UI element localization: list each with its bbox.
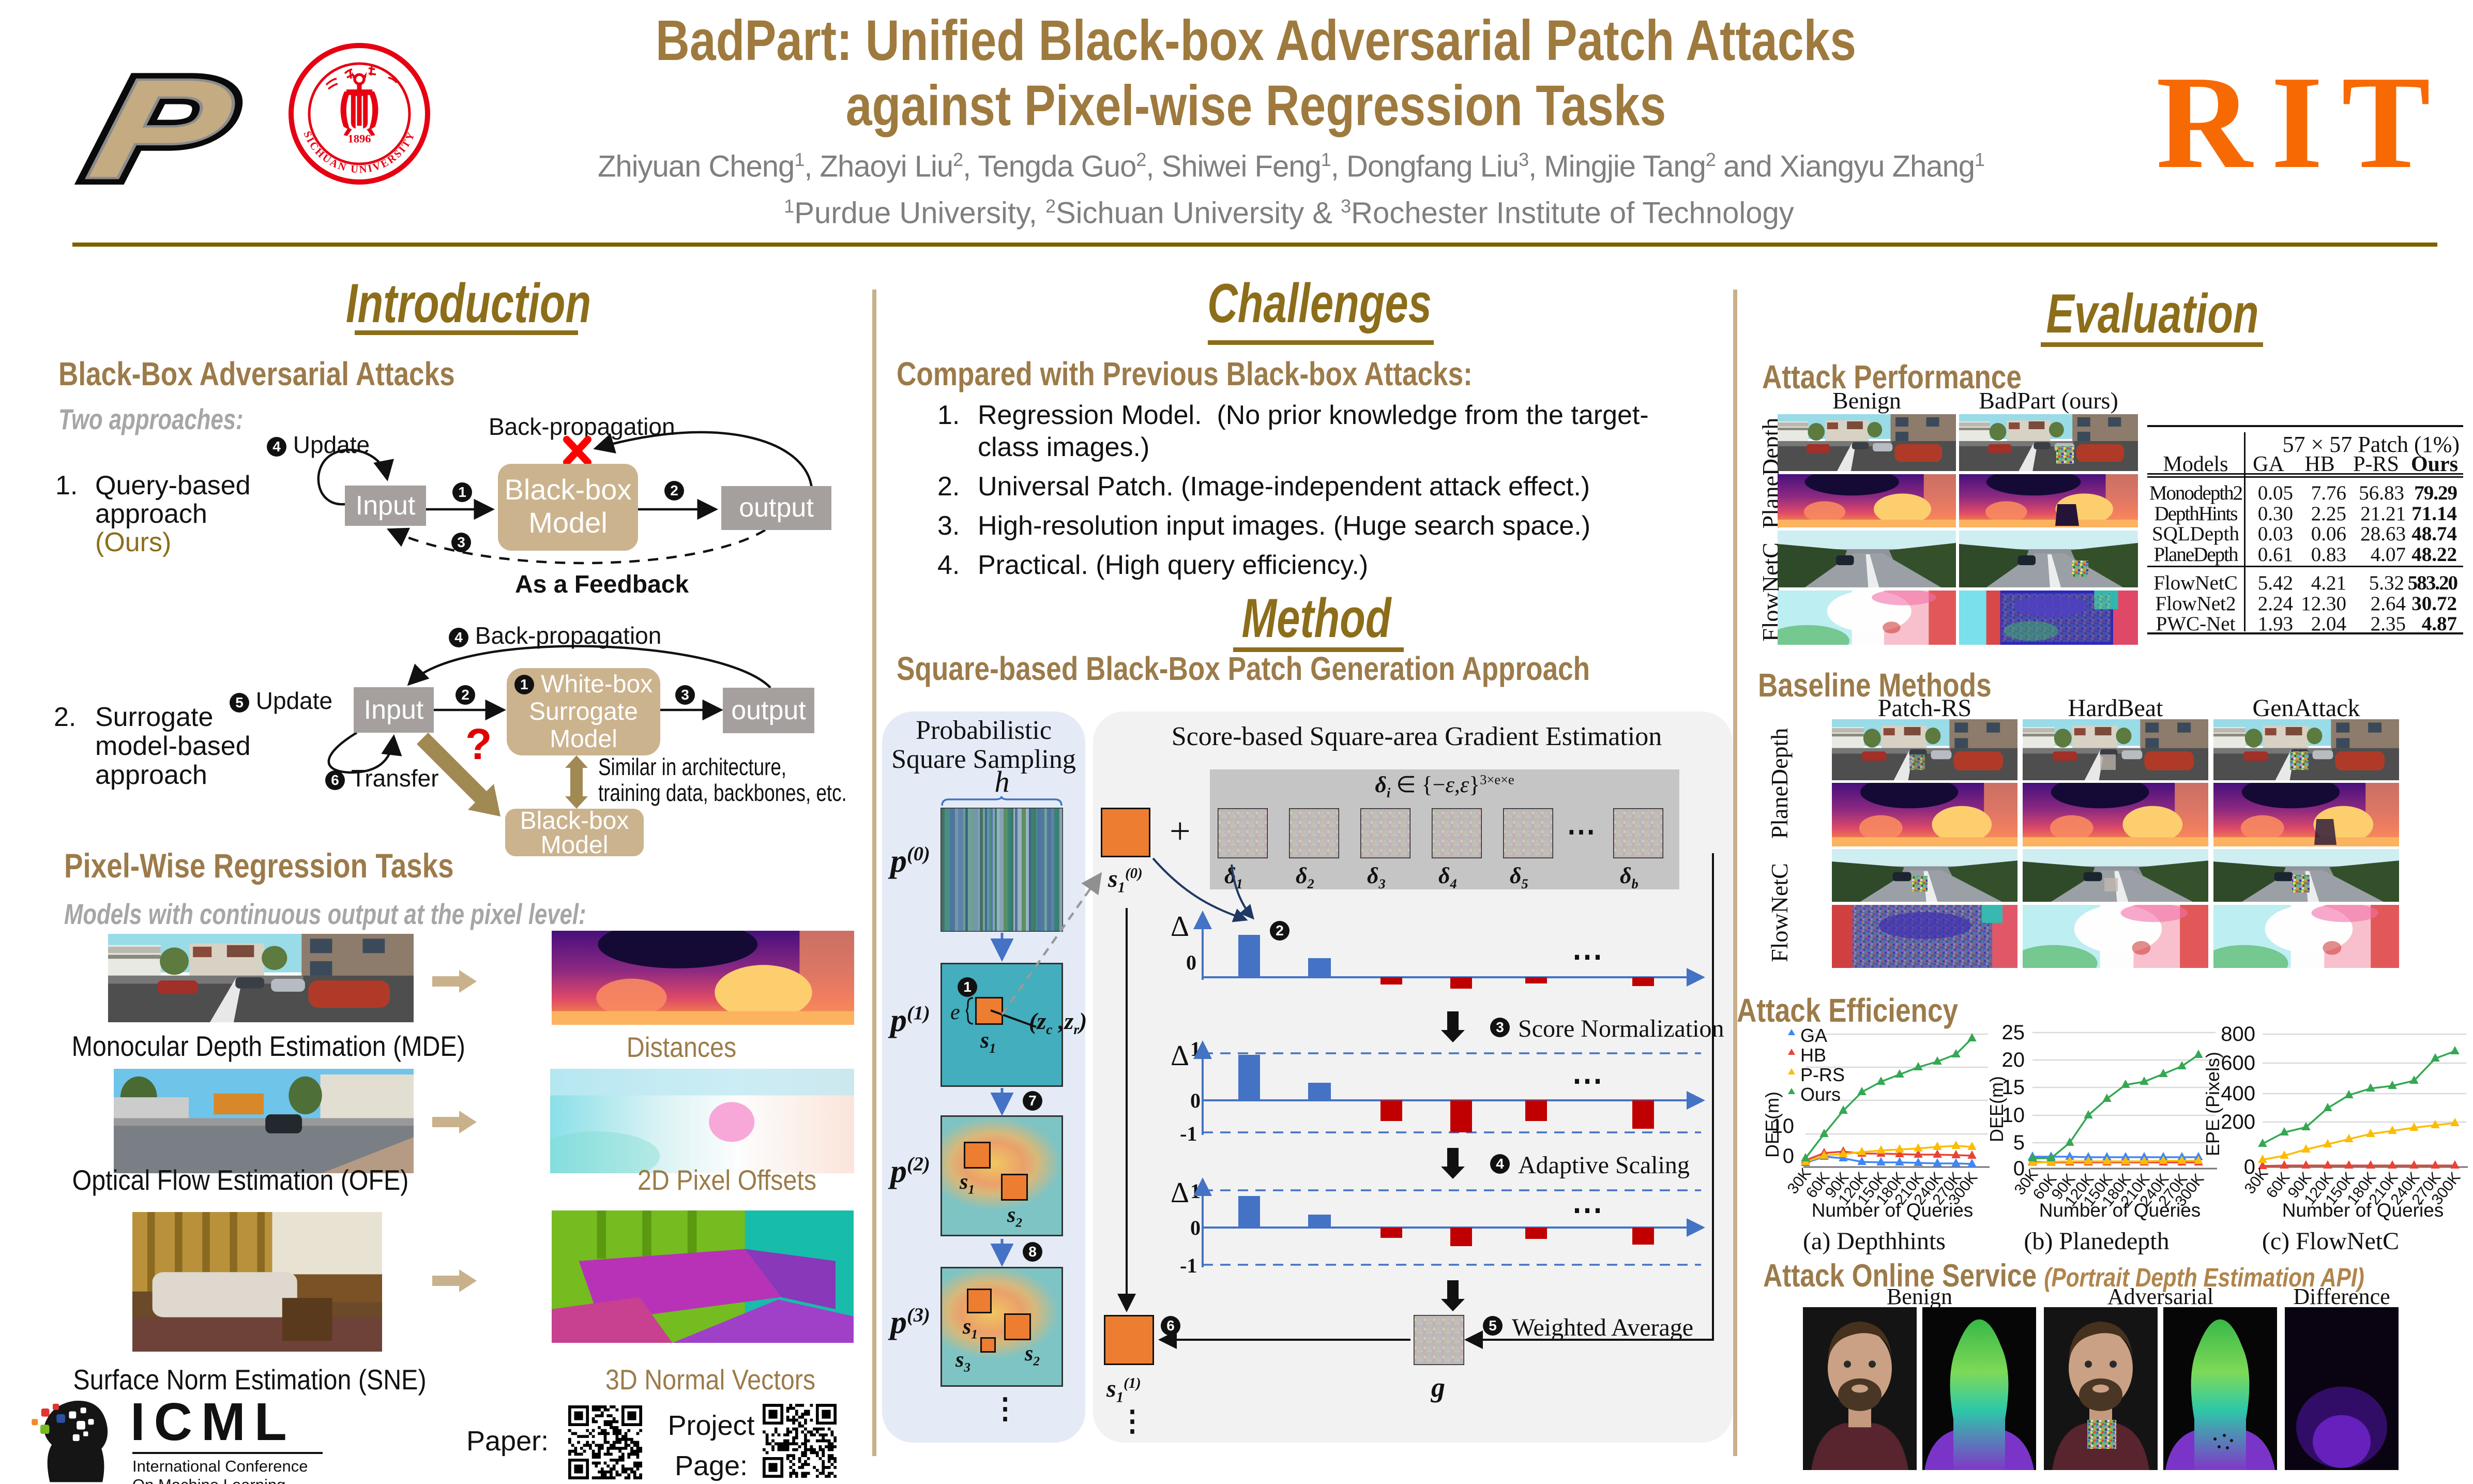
svg-text:10: 10 <box>1771 1115 1795 1138</box>
svg-text:-1: -1 <box>1180 1254 1197 1277</box>
svg-text:1896: 1896 <box>348 132 371 145</box>
svg-text:1: 1 <box>1190 1039 1201 1061</box>
svg-text:10: 10 <box>2002 1104 2025 1127</box>
svg-text:Number of Queries: Number of Queries <box>2039 1200 2201 1221</box>
svg-text:-1: -1 <box>1180 1122 1197 1145</box>
svg-text:⋯: ⋯ <box>1572 1193 1603 1227</box>
svg-text:0: 0 <box>2244 1156 2255 1178</box>
svg-text:800: 800 <box>2221 1023 2255 1046</box>
svg-text:Δ: Δ <box>1171 1177 1189 1209</box>
svg-text:5: 5 <box>2013 1131 2025 1154</box>
svg-text:0: 0 <box>1186 951 1196 974</box>
svg-text:⋯: ⋯ <box>1572 1064 1603 1098</box>
svg-text:600: 600 <box>2221 1052 2255 1074</box>
svg-text:P: P <box>79 68 246 192</box>
svg-text:EPE (Pixels): EPE (Pixels) <box>2202 1052 2223 1156</box>
svg-text:Δ: Δ <box>1171 1040 1189 1072</box>
svg-text:Ours: Ours <box>1800 1084 1841 1105</box>
svg-text:Δ: Δ <box>1171 911 1189 943</box>
svg-text:15: 15 <box>2002 1076 2025 1099</box>
svg-text:DEE(m): DEE(m) <box>1986 1076 2007 1142</box>
svg-text:400: 400 <box>2221 1082 2255 1105</box>
svg-text:0: 0 <box>1190 1089 1201 1112</box>
svg-text:0: 0 <box>1783 1145 1794 1168</box>
svg-text:Number of Queries: Number of Queries <box>2282 1200 2444 1221</box>
svg-text:0: 0 <box>2013 1157 2025 1180</box>
svg-text:GA: GA <box>1800 1025 1827 1046</box>
svg-text:25: 25 <box>2002 1021 2025 1044</box>
svg-text:⋯: ⋯ <box>1572 940 1603 974</box>
svg-text:0: 0 <box>1190 1216 1201 1239</box>
svg-text:P-RS: P-RS <box>1800 1064 1845 1085</box>
svg-text:HB: HB <box>1800 1044 1826 1066</box>
svg-text:Number of Queries: Number of Queries <box>1812 1200 1974 1221</box>
svg-text:?: ? <box>465 720 492 768</box>
svg-text:200: 200 <box>2221 1111 2255 1133</box>
svg-text:DEE(m): DEE(m) <box>1762 1092 1783 1158</box>
svg-text:20: 20 <box>2002 1049 2025 1071</box>
svg-text:1: 1 <box>1190 1179 1201 1203</box>
